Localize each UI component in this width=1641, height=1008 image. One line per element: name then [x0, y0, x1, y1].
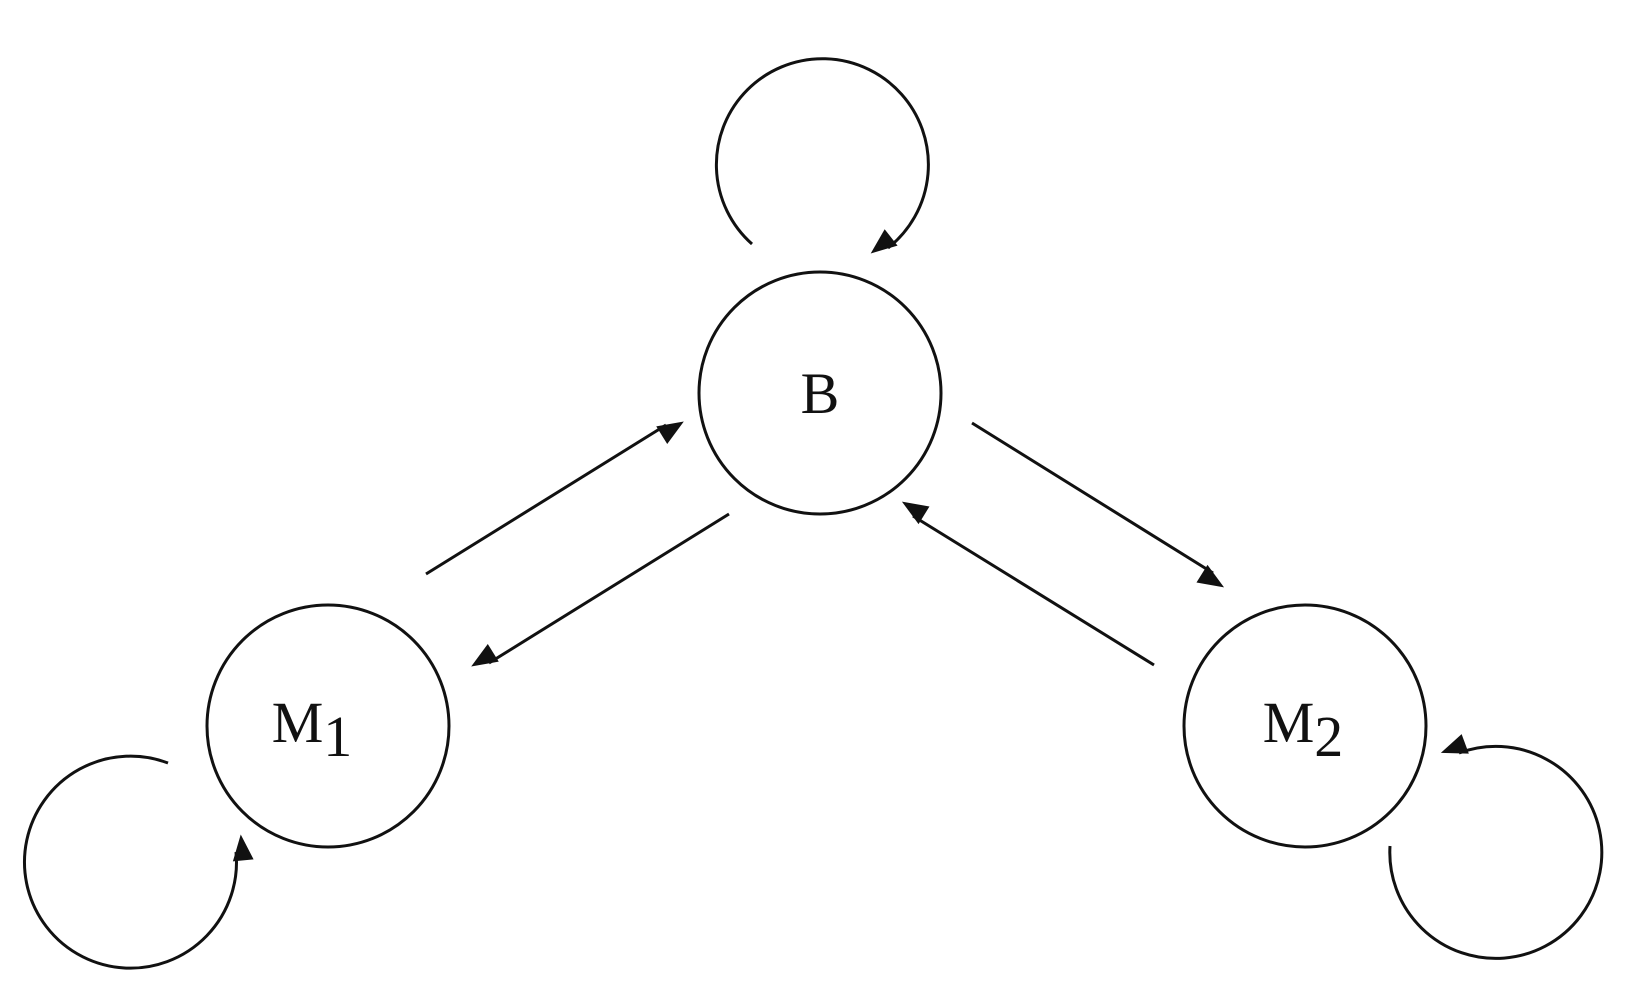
- node-m2-letter: M: [1263, 690, 1315, 755]
- node-m2: M2: [1182, 603, 1428, 849]
- node-m1-circle: [205, 603, 451, 849]
- edge-b-self-loop: [714, 57, 930, 254]
- node-b-circle: [697, 270, 943, 516]
- edge-m2-self-loop: [1388, 734, 1604, 960]
- node-m1-letter: M: [272, 690, 324, 755]
- edge-m2-to-b: [901, 501, 1155, 667]
- edge-m1-to-b: [425, 421, 684, 576]
- node-m1-label: M1: [272, 690, 353, 769]
- node-b-label: B: [801, 361, 840, 426]
- node-m2-subscript: 2: [1314, 704, 1343, 769]
- node-m1: M1: [205, 603, 451, 849]
- edge-b-to-m2: [971, 421, 1225, 588]
- edge-m1-self-loop: [22, 754, 254, 970]
- node-m2-label: M2: [1263, 690, 1344, 769]
- node-b: B: [697, 270, 943, 516]
- node-m1-subscript: 1: [323, 704, 352, 769]
- node-m2-circle: [1182, 603, 1428, 849]
- edge-b-to-m1: [471, 512, 730, 667]
